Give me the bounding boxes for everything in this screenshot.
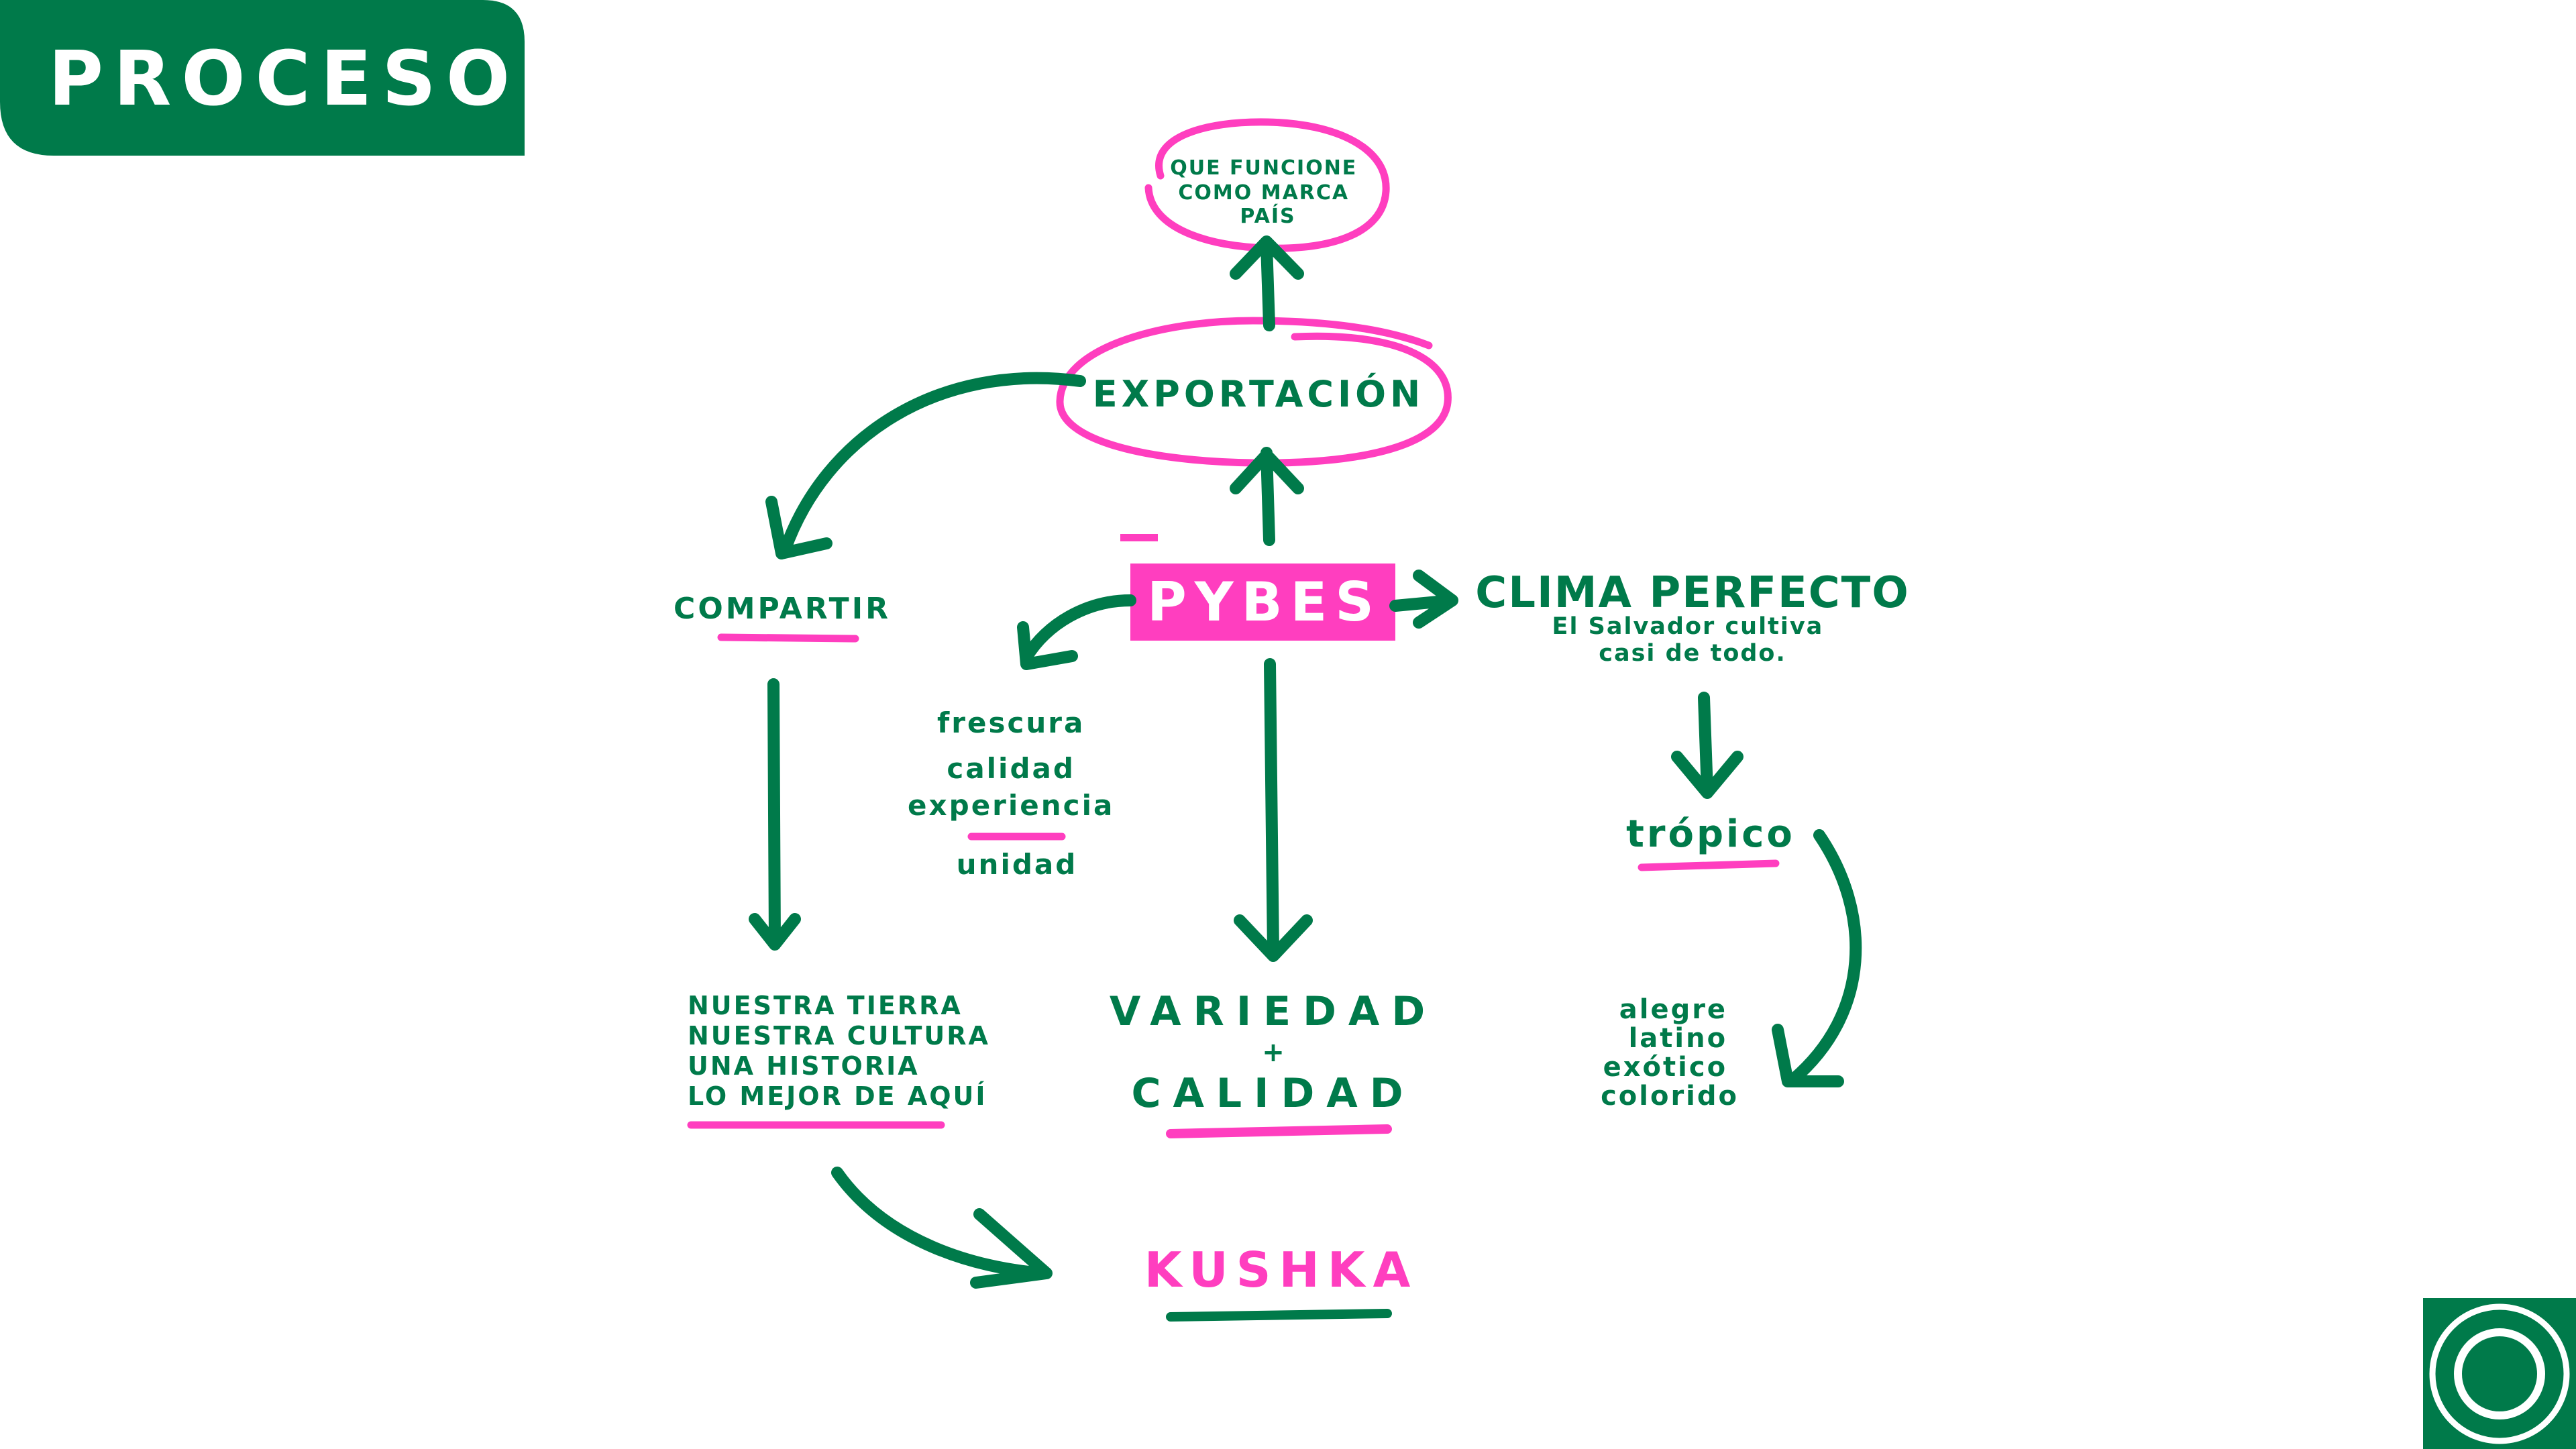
arrow-exportacion-to-compartir (765, 372, 1086, 559)
arrow-story-to-kushka (831, 1167, 1053, 1289)
circle-logo-icon (2429, 1303, 2570, 1444)
compartir-label: COMPARTIR (674, 592, 891, 626)
goal-line-2: COMO MARCA (1178, 181, 1349, 205)
calidad-label: CALIDAD (1131, 1070, 1415, 1117)
goal-line-3: PAÍS (1240, 204, 1295, 228)
values-list: frescura calidad experiencia unidad (908, 706, 1126, 881)
story-item: NUESTRA TIERRA (688, 991, 963, 1020)
clima-node: CLIMA PERFECTO El Salvador cultiva casi … (1475, 568, 1909, 667)
clima-title: CLIMA PERFECTO (1475, 568, 1909, 618)
arrow-pybes-to-exportacion (1230, 447, 1304, 546)
compartir-underline (717, 633, 859, 643)
page-title: PROCESO (48, 36, 520, 123)
story-list: NUESTRA TIERRA NUESTRA CULTURA UNA HISTO… (687, 991, 1001, 1129)
pybes-label: PYBES (1147, 571, 1382, 633)
svg-text:frescura calidad e: frescura calidad experiencia unidad (908, 706, 1126, 881)
pybes-accent-mark (1120, 534, 1158, 541)
arrow-pybes-to-variedad (1234, 658, 1313, 962)
svg-text:alegre latino exót: alegre latino exótico colorido (1601, 994, 1739, 1112)
arrow-exportacion-to-goal (1230, 235, 1304, 331)
tropico-underline (1638, 859, 1780, 871)
svg-text:El Salvador cultiva casi: El Salvador cultiva casi de todo. (1552, 613, 1833, 667)
kushka-label: KUSHKA (1144, 1242, 1419, 1298)
trait-item: exótico (1603, 1052, 1727, 1083)
tropico-label: trópico (1626, 812, 1795, 856)
value-item: frescura (937, 706, 1085, 739)
kushka-underline (1166, 1309, 1392, 1322)
value-item: calidad (947, 752, 1075, 785)
arrow-pybes-to-clima (1389, 570, 1458, 629)
variedad-underline (1166, 1124, 1392, 1138)
arrow-compartir-to-story (749, 678, 801, 951)
compartir-node: COMPARTIR (674, 592, 891, 643)
trait-item: alegre (1619, 994, 1727, 1025)
plus-sign: + (1262, 1037, 1285, 1068)
value-item: experiencia (908, 789, 1114, 822)
clima-line-1: El Salvador cultiva (1552, 613, 1824, 640)
pybes-node: PYBES (1120, 534, 1395, 641)
svg-text:NUESTRA TIERRA NUESTRA C: NUESTRA TIERRA NUESTRA CULTURA UNA HISTO… (688, 991, 1001, 1111)
trait-item: colorido (1601, 1081, 1739, 1112)
story-item: LO MEJOR DE AQUÍ (688, 1081, 987, 1111)
arrow-tropico-to-traits (1772, 829, 1862, 1087)
arrow-pybes-to-values (1017, 594, 1136, 670)
kushka-node: KUSHKA (1144, 1242, 1419, 1322)
variedad-node: VARIEDAD + CALIDAD (1110, 988, 1437, 1138)
exportacion-label: EXPORTACIÓN (1093, 373, 1424, 415)
story-item: NUESTRA CULTURA (688, 1021, 990, 1051)
value-item: unidad (957, 848, 1078, 881)
exportacion-node: EXPORTACIÓN (1056, 317, 1452, 467)
variedad-label: VARIEDAD (1110, 988, 1437, 1035)
arrows (749, 235, 1862, 1289)
header-tab: PROCESO (0, 0, 525, 156)
goal-node: QUE FUNCIONE COMO MARCA PAÍS (1144, 118, 1390, 252)
story-item: UNA HISTORIA (688, 1051, 920, 1081)
tropico-traits: alegre latino exótico colorido (1601, 994, 1739, 1112)
clima-line-2: casi de todo. (1599, 640, 1786, 667)
tropico-node: trópico (1626, 812, 1795, 871)
goal-line-1: QUE FUNCIONE (1170, 156, 1357, 180)
brand-logo (2423, 1298, 2576, 1449)
svg-text:QUE FUNCIONE COMO MARCA: QUE FUNCIONE COMO MARCA PAÍS (1170, 156, 1366, 228)
arrow-clima-to-tropico (1671, 692, 1743, 799)
trait-item: latino (1629, 1023, 1728, 1054)
